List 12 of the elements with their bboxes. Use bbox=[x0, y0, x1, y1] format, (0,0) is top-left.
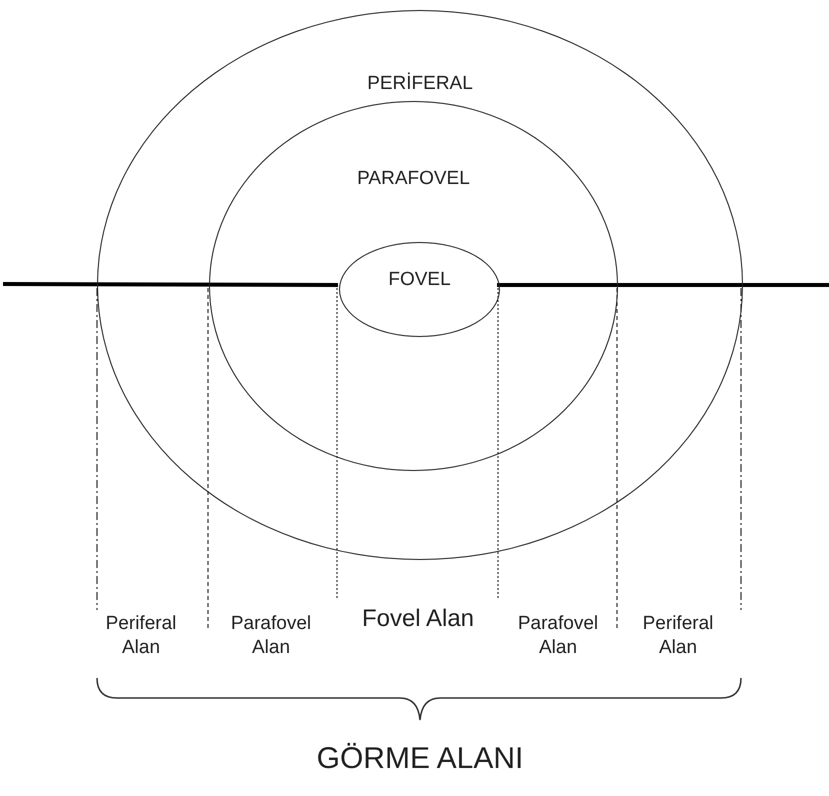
area-label: Periferal Alan bbox=[642, 612, 714, 660]
area-label: Fovel Alan bbox=[360, 604, 476, 634]
zone-label: PARAFOVEL bbox=[357, 168, 470, 190]
zone-ellipse bbox=[209, 101, 618, 471]
zone-label: PERİFERAL bbox=[367, 73, 473, 95]
zone-ellipse bbox=[97, 10, 743, 560]
area-label: Parafovel Alan bbox=[230, 612, 312, 660]
area-label: Periferal Alan bbox=[104, 612, 178, 660]
zone-ellipse bbox=[339, 242, 500, 337]
zone-label: FOVEL bbox=[388, 269, 451, 291]
area-label: Parafovel Alan bbox=[516, 612, 600, 660]
caption-label: GÖRME ALANI bbox=[316, 741, 524, 777]
